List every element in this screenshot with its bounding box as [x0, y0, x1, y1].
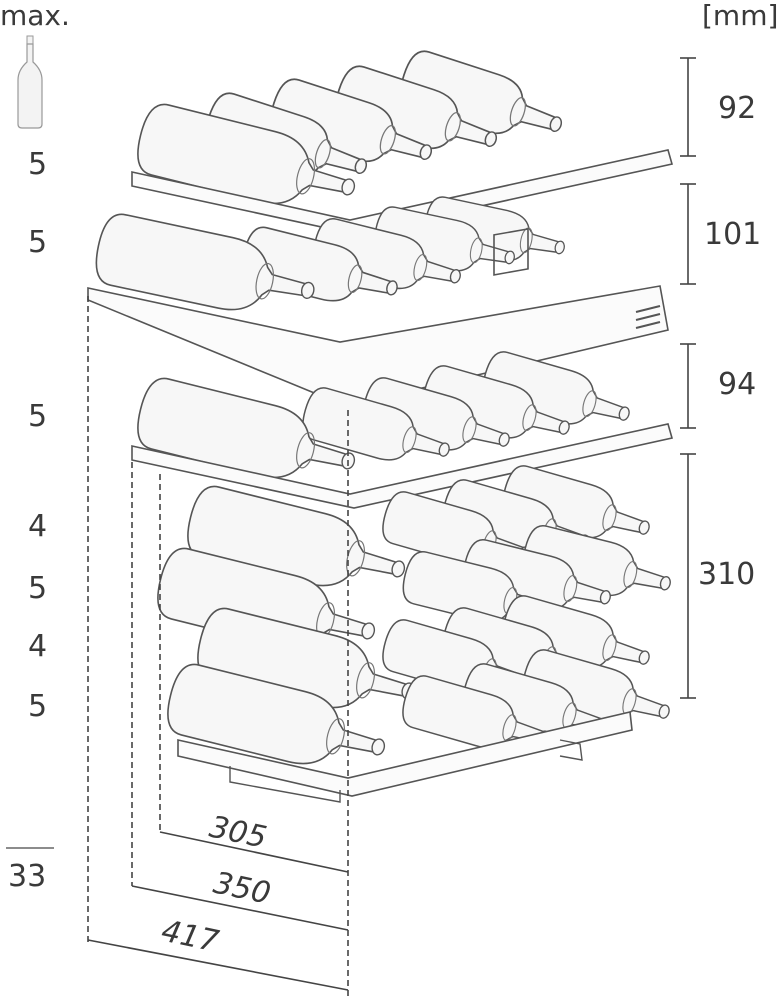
- depth-label-417: 417: [158, 914, 221, 960]
- height-dimensions: [680, 57, 696, 699]
- bottom-base-shelf: [177, 711, 633, 803]
- count-shelf-3: 5: [28, 399, 48, 434]
- height-label-101: 101: [704, 217, 762, 252]
- display-panel: [493, 227, 529, 276]
- wine-bottle-icon: [17, 35, 43, 129]
- count-shelf-2: 5: [28, 225, 48, 260]
- max-label: max.: [0, 0, 70, 32]
- count-shelf-4: 4: [28, 509, 48, 544]
- unit-label: [mm]: [702, 0, 779, 32]
- depth-label-305: 305: [206, 810, 269, 856]
- depth-dimensions: [87, 296, 349, 1000]
- vent-icon: [635, 305, 661, 329]
- total-count: 33: [8, 859, 47, 894]
- height-label-92: 92: [718, 91, 757, 126]
- count-shelf-7: 5: [28, 689, 48, 724]
- height-label-310: 310: [698, 557, 756, 592]
- count-shelf-5: 5: [28, 571, 48, 606]
- height-label-94: 94: [718, 367, 757, 402]
- count-shelf-1: 5: [28, 147, 48, 182]
- depth-label-350: 350: [210, 866, 273, 912]
- count-shelf-6: 4: [28, 629, 48, 664]
